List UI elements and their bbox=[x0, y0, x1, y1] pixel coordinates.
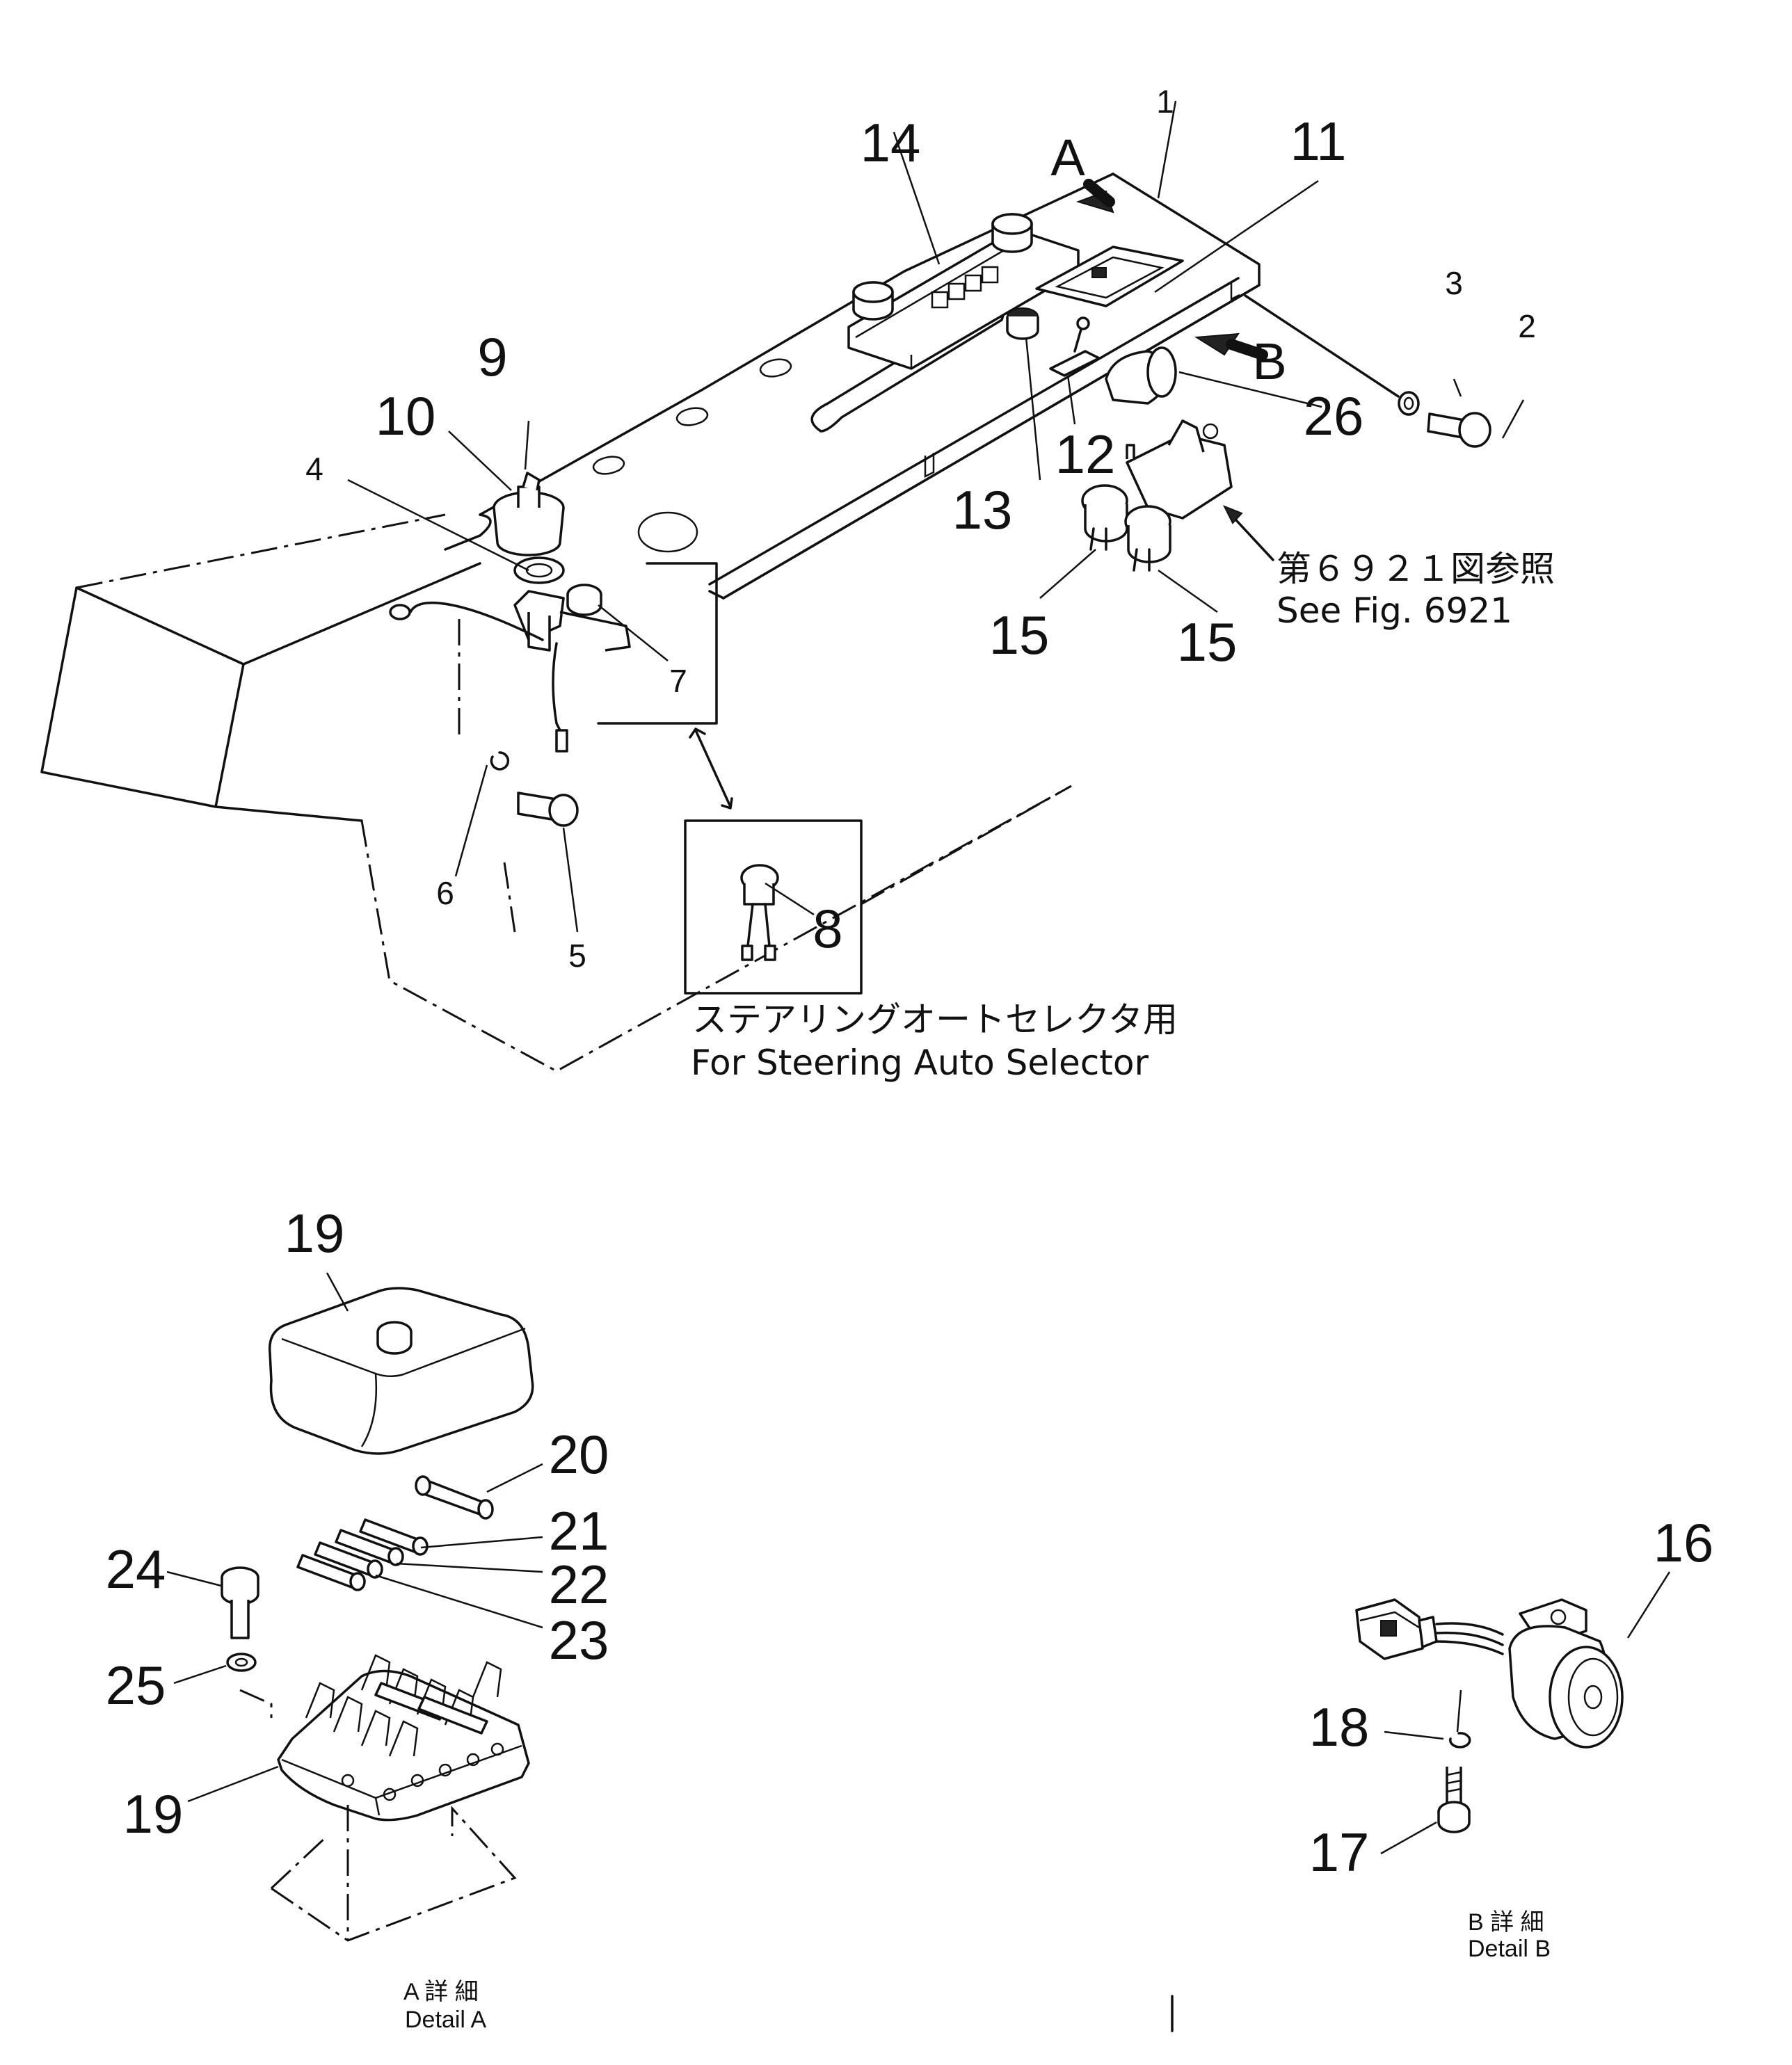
fuses-21-22-23 bbox=[296, 1518, 429, 1591]
toggle-switch bbox=[1049, 316, 1101, 377]
washer-6 bbox=[490, 751, 510, 771]
detail-b-caption-en: Detail B bbox=[1468, 1936, 1551, 1962]
key-switch-15a bbox=[1081, 484, 1128, 551]
callout-8: 8 bbox=[813, 898, 842, 959]
callout-22: 22 bbox=[549, 1554, 609, 1615]
view-markers: A B bbox=[1050, 129, 1286, 390]
buzzer bbox=[1105, 346, 1177, 405]
leader-lines-main bbox=[347, 100, 1525, 933]
callout-23: 23 bbox=[549, 1609, 609, 1671]
callout-7: 7 bbox=[669, 663, 687, 699]
bolt-2 bbox=[1427, 412, 1491, 448]
view-marker-a: A bbox=[1050, 129, 1085, 186]
see-fig-note-en: See Fig. 6921 bbox=[1277, 590, 1512, 631]
callout-9: 9 bbox=[477, 326, 507, 387]
cap-button bbox=[566, 584, 602, 616]
push-button bbox=[1006, 307, 1039, 340]
steering-selector-inset bbox=[597, 562, 1072, 995]
view-marker-b: B bbox=[1252, 332, 1286, 390]
screw-17 bbox=[1437, 1767, 1471, 1833]
detail-b-caption-jp: B 詳 細 bbox=[1468, 1909, 1544, 1936]
callout-4: 4 bbox=[305, 451, 323, 487]
callout-19b: 19 bbox=[123, 1783, 184, 1845]
callout-3: 3 bbox=[1445, 265, 1463, 301]
callout-15a: 15 bbox=[989, 604, 1050, 666]
callout-12: 12 bbox=[1055, 424, 1116, 485]
key-switch-assembly bbox=[389, 472, 631, 753]
bolt-5 bbox=[517, 792, 579, 827]
callout-15b: 15 bbox=[1177, 611, 1238, 673]
see-fig-note-jp: 第６９２１図参照 bbox=[1277, 549, 1555, 589]
gauge-knob-left bbox=[852, 281, 894, 321]
annotation-notes: 第６９２１図参照 See Fig. 6921 ステアリングオートセレクタ用 Fo… bbox=[691, 549, 1555, 1083]
gauge-segments bbox=[931, 266, 999, 309]
selector-switch-8 bbox=[740, 864, 779, 961]
callout-labels: 1 2 3 4 5 6 7 8 9 10 11 12 13 14 15 15 1… bbox=[106, 83, 1714, 1883]
bolt-24 bbox=[221, 1566, 259, 1639]
callout-5: 5 bbox=[568, 938, 586, 974]
callout-14: 14 bbox=[861, 112, 921, 173]
fuse-clips bbox=[305, 1654, 502, 1757]
view-arrow-a bbox=[1075, 179, 1115, 214]
rocker-switches bbox=[1081, 419, 1274, 572]
steering-note-jp: ステアリングオートセレクタ用 bbox=[692, 999, 1178, 1040]
callout-18: 18 bbox=[1309, 1696, 1370, 1758]
washer-18 bbox=[1449, 1732, 1471, 1749]
panel-holes bbox=[592, 358, 792, 553]
fuse-20 bbox=[415, 1475, 494, 1520]
callout-21: 21 bbox=[549, 1500, 609, 1561]
detail-a-caption-en: Detail A bbox=[405, 2007, 486, 2033]
callout-17: 17 bbox=[1309, 1822, 1370, 1883]
indicator-panel bbox=[1035, 246, 1184, 307]
detail-a-caption-jp: A 詳 細 bbox=[403, 1979, 479, 2005]
callout-26: 26 bbox=[1304, 385, 1364, 447]
connector bbox=[1355, 1598, 1438, 1660]
gauge-knob-right bbox=[991, 213, 1033, 253]
callout-19a: 19 bbox=[285, 1203, 345, 1264]
callout-20: 20 bbox=[549, 1424, 609, 1485]
callout-1: 1 bbox=[1156, 83, 1174, 120]
callout-11: 11 bbox=[1290, 111, 1347, 172]
buzzer-16 bbox=[1508, 1598, 1624, 1749]
key-switch-15b bbox=[1124, 505, 1171, 572]
callout-2: 2 bbox=[1518, 308, 1536, 344]
view-arrow-b bbox=[1194, 332, 1268, 360]
washer-3 bbox=[1398, 391, 1420, 416]
callout-25: 25 bbox=[106, 1655, 166, 1716]
detail-a-fuse-box bbox=[166, 1272, 543, 1942]
fuse-base-19 bbox=[277, 1654, 530, 1822]
detail-b-buzzer bbox=[1355, 1571, 1671, 1855]
callout-6: 6 bbox=[436, 875, 454, 911]
washer-25 bbox=[226, 1653, 257, 1672]
callout-24: 24 bbox=[106, 1538, 166, 1600]
console-outline bbox=[40, 513, 1072, 1072]
callout-16: 16 bbox=[1654, 1512, 1714, 1573]
detail-captions: A 詳 細 Detail A B 詳 細 Detail B bbox=[403, 1909, 1551, 2033]
gauge-cluster bbox=[847, 213, 1080, 370]
steering-note-en: For Steering Auto Selector bbox=[691, 1043, 1149, 1083]
callout-13: 13 bbox=[952, 479, 1013, 540]
callout-10: 10 bbox=[376, 385, 436, 447]
